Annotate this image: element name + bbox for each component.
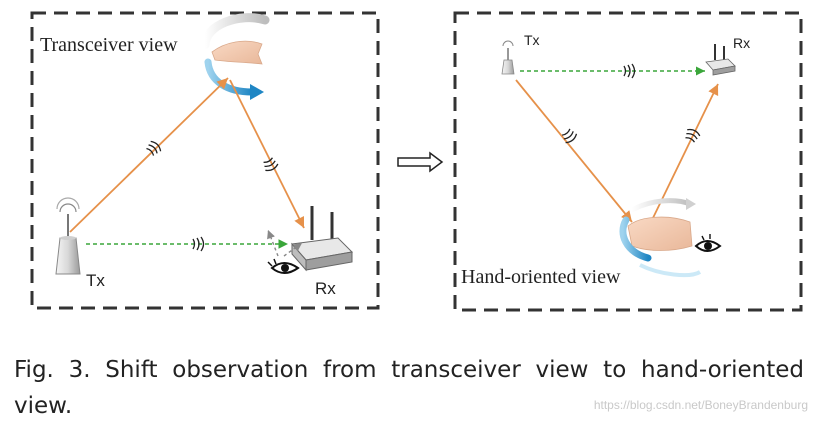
left-wave-icon-1 <box>146 140 162 156</box>
left-panel-title: Transceiver view <box>40 34 178 56</box>
hand-rotation-icon <box>619 198 702 278</box>
shift-arrow-icon <box>397 151 444 173</box>
right-tx-label: Tx <box>524 32 540 48</box>
right-panel: Tx Rx <box>453 11 803 312</box>
right-path-tx-to-hand <box>515 79 633 223</box>
right-wave-icon-3 <box>685 128 701 143</box>
rx-router-small-icon <box>705 44 736 76</box>
left-wave-icon-2 <box>263 157 279 172</box>
right-wave-icon-1 <box>623 63 636 79</box>
tx-tower-small-icon <box>501 40 515 75</box>
left-rx-label: Rx <box>315 279 336 298</box>
right-wave-icon-2 <box>561 128 578 144</box>
watermark: https://blog.csdn.net/BoneyBrandenburg <box>593 398 808 412</box>
left-wave-icon-3 <box>192 236 205 252</box>
left-view-arrow-right <box>283 242 303 257</box>
rx-router-icon <box>291 206 354 272</box>
left-panel: Transceiver view Tx Rx <box>30 11 380 310</box>
left-view-arrow-up <box>267 229 279 257</box>
eye-icon <box>694 234 722 252</box>
tx-tower-icon <box>55 197 81 275</box>
right-panel-frame <box>453 11 803 312</box>
figure-caption: Fig. 3. Shift observation from transceiv… <box>14 357 804 419</box>
eye-icon <box>267 258 300 274</box>
right-panel-title: Hand-oriented view <box>461 266 621 288</box>
hand-rotation-icon <box>200 13 270 100</box>
right-path-hand-to-rx <box>651 83 719 221</box>
left-path-tx-to-hand <box>69 77 229 233</box>
left-path-hand-to-rx <box>229 79 305 229</box>
left-tx-label: Tx <box>86 271 105 290</box>
left-panel-frame <box>30 11 380 310</box>
right-rx-label: Rx <box>733 35 750 51</box>
